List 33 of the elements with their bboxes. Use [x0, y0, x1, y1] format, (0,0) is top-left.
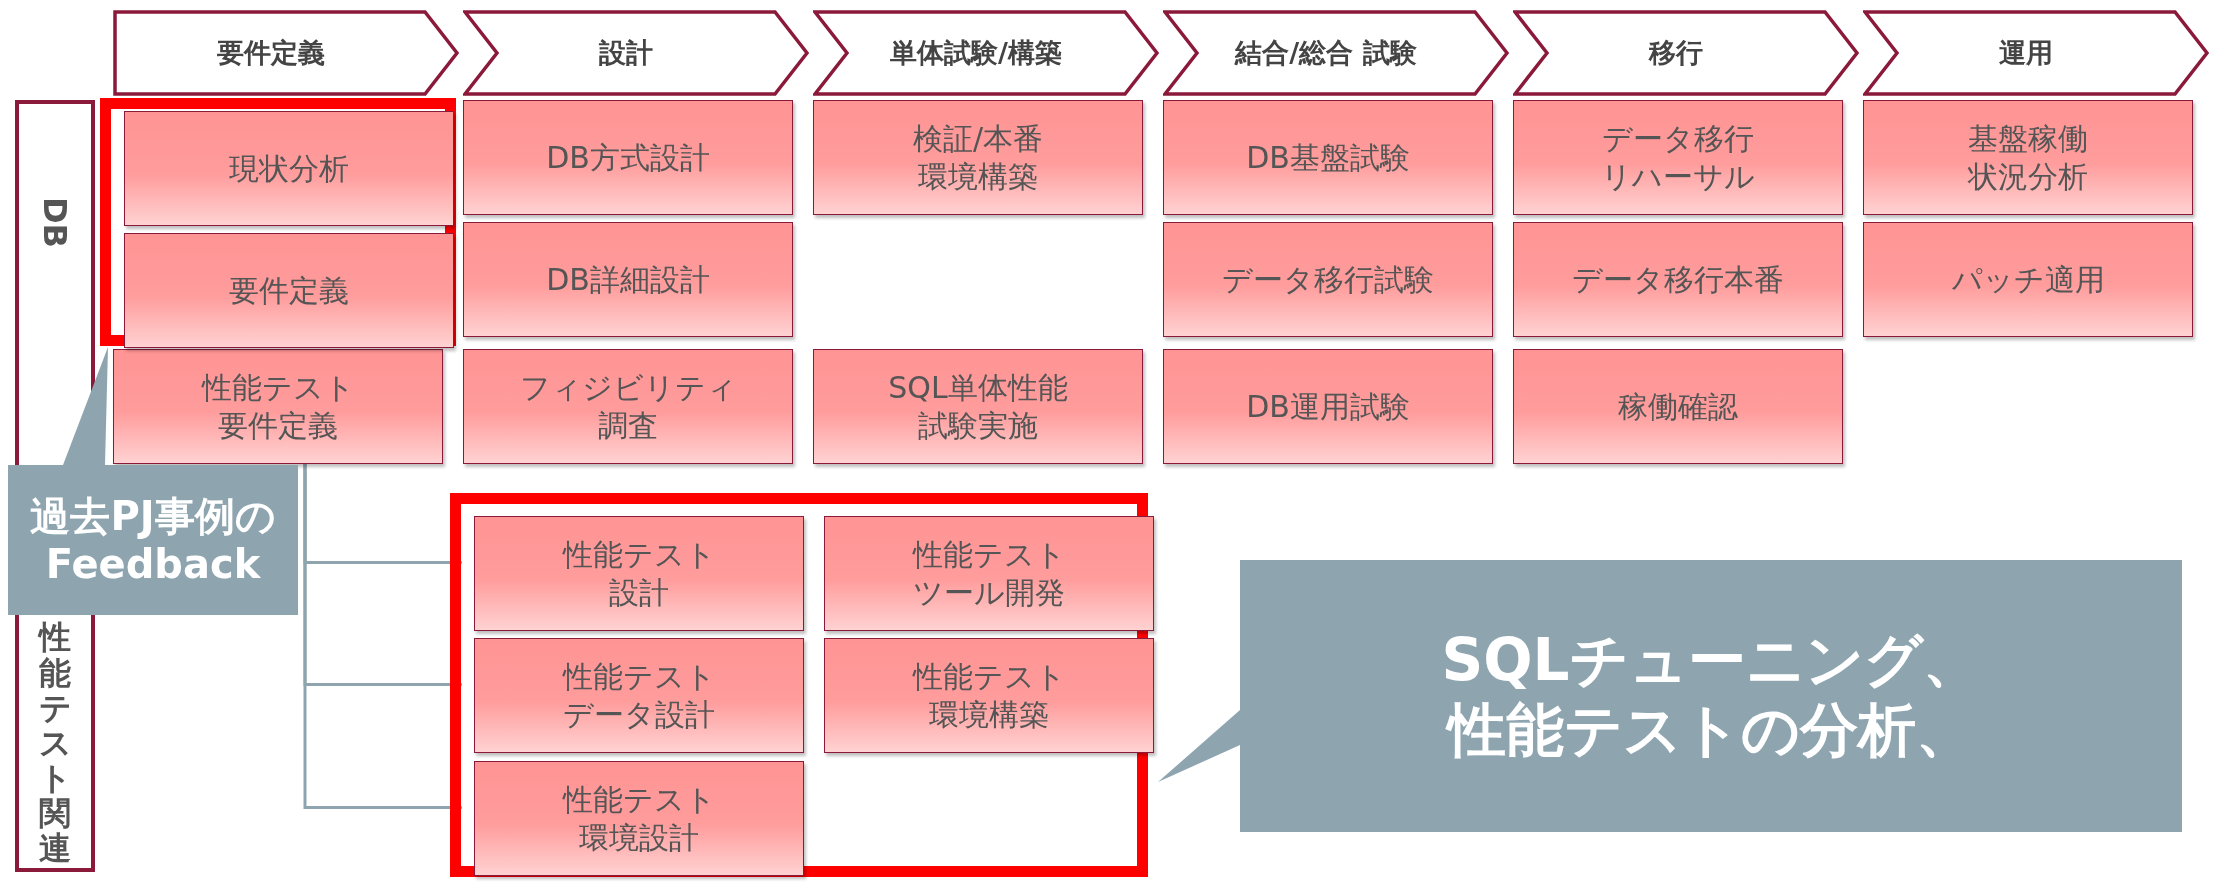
task-box: データ移行リハーサル — [1513, 100, 1843, 215]
phase-header: 結合/総合 試験 — [1163, 10, 1509, 96]
callout-text: 過去PJ事例のFeedback — [29, 492, 277, 588]
task-box: 基盤稼働状況分析 — [1863, 100, 2193, 215]
callout-text: SQLチューニング、性能テストの分析、 — [1441, 626, 1981, 766]
phase-header: 設計 — [463, 10, 809, 96]
task-box: 性能テスト環境構築 — [824, 638, 1154, 753]
phase-header: 単体試験/構築 — [813, 10, 1159, 96]
task-box: 現状分析 — [124, 111, 454, 226]
highlight-frame — [100, 98, 456, 346]
task-box: パッチ適用 — [1863, 222, 2193, 337]
task-box: SQL単体性能試験実施 — [813, 349, 1143, 464]
task-box: 性能テストツール開発 — [824, 516, 1154, 631]
task-box: データ移行試験 — [1163, 222, 1493, 337]
phase-header: 運用 — [1863, 10, 2209, 96]
task-box: 性能テスト設計 — [474, 516, 804, 631]
task-box: DB運用試験 — [1163, 349, 1493, 464]
task-box: DB詳細設計 — [463, 222, 793, 337]
task-box: 性能テスト環境設計 — [474, 761, 804, 876]
task-box: 性能テスト要件定義 — [113, 349, 443, 464]
task-box: 要件定義 — [124, 233, 454, 348]
row-label: 性能テスト関連 — [37, 619, 73, 868]
task-box: DB方式設計 — [463, 100, 793, 215]
task-box: データ移行本番 — [1513, 222, 1843, 337]
task-box: フィジビリティ調査 — [463, 349, 793, 464]
task-box: DB基盤試験 — [1163, 100, 1493, 215]
phase-header: 要件定義 — [113, 10, 459, 96]
callout-bubble — [1158, 560, 2182, 832]
task-box: 稼働確認 — [1513, 349, 1843, 464]
row-label: DB — [35, 196, 75, 250]
phase-header: 移行 — [1513, 10, 1859, 96]
task-box: 性能テストデータ設計 — [474, 638, 804, 753]
task-box: 検証/本番環境構築 — [813, 100, 1143, 215]
